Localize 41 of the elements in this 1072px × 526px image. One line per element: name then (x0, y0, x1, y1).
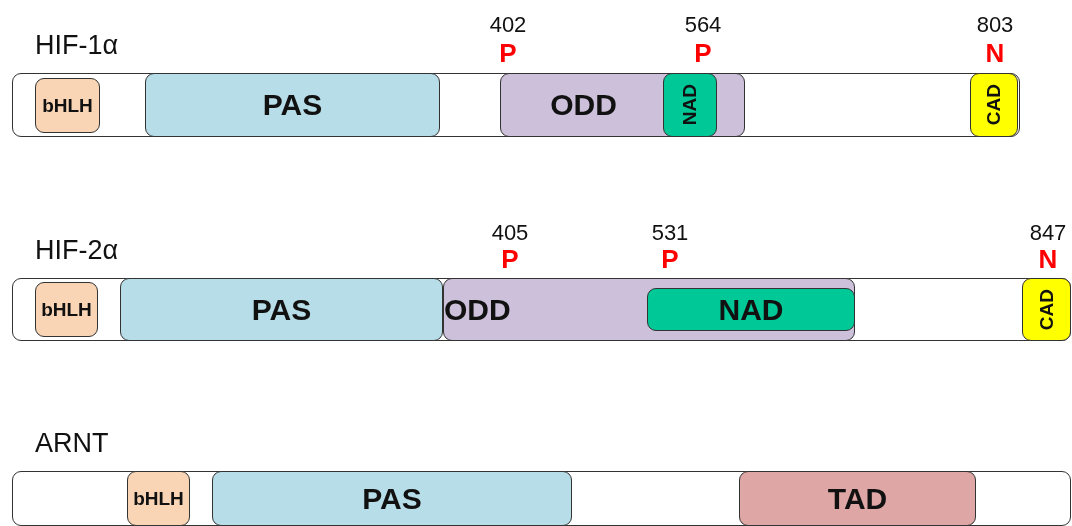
bhlh-domain (35, 78, 100, 133)
domain-label: ODD (550, 88, 617, 122)
domain-label: CAD (1035, 288, 1058, 331)
modification-site-letter: N (985, 38, 1005, 69)
modification-site-letter: P (501, 244, 519, 275)
domain-label: PAS (262, 88, 323, 122)
domain-label: NAD (679, 84, 701, 126)
domain-label: CAD (983, 84, 1005, 126)
domain-label: PAS (251, 292, 312, 327)
residue-number: 803 (976, 12, 1014, 38)
odd-domain (500, 73, 745, 137)
pas-domain (120, 278, 443, 341)
domain-label: bHLH (41, 298, 92, 321)
domain-label: bHLH (42, 94, 93, 117)
bhlh-domain (35, 282, 98, 337)
domain-label: NAD (718, 292, 784, 327)
residue-number: 402 (489, 12, 527, 38)
pas-domain (145, 73, 440, 137)
cad-domain (1022, 278, 1071, 341)
residue-number: 847 (1029, 220, 1067, 246)
modification-site-letter: P (694, 38, 712, 69)
modification-site-letter: P (661, 244, 679, 275)
tad-domain (739, 471, 976, 526)
cad-domain (970, 73, 1018, 137)
domain-label: ODD (444, 292, 511, 327)
domain-label: PAS (362, 481, 422, 516)
protein-name: ARNT (35, 428, 109, 459)
odd-domain (443, 278, 855, 341)
protein-name: HIF-1α (35, 30, 119, 61)
modification-site-letter: P (499, 38, 517, 69)
modification-site-letter: N (1038, 244, 1058, 275)
bhlh-domain (127, 471, 190, 526)
residue-number: 531 (651, 220, 689, 246)
domain-label: bHLH (133, 487, 184, 510)
protein-name: HIF-2α (35, 235, 119, 266)
nad-domain (647, 288, 855, 331)
residue-number: 564 (684, 12, 722, 38)
pas-domain (212, 471, 572, 526)
domain-label: TAD (827, 481, 888, 516)
residue-number: 405 (491, 220, 529, 246)
nad-domain (663, 73, 717, 137)
